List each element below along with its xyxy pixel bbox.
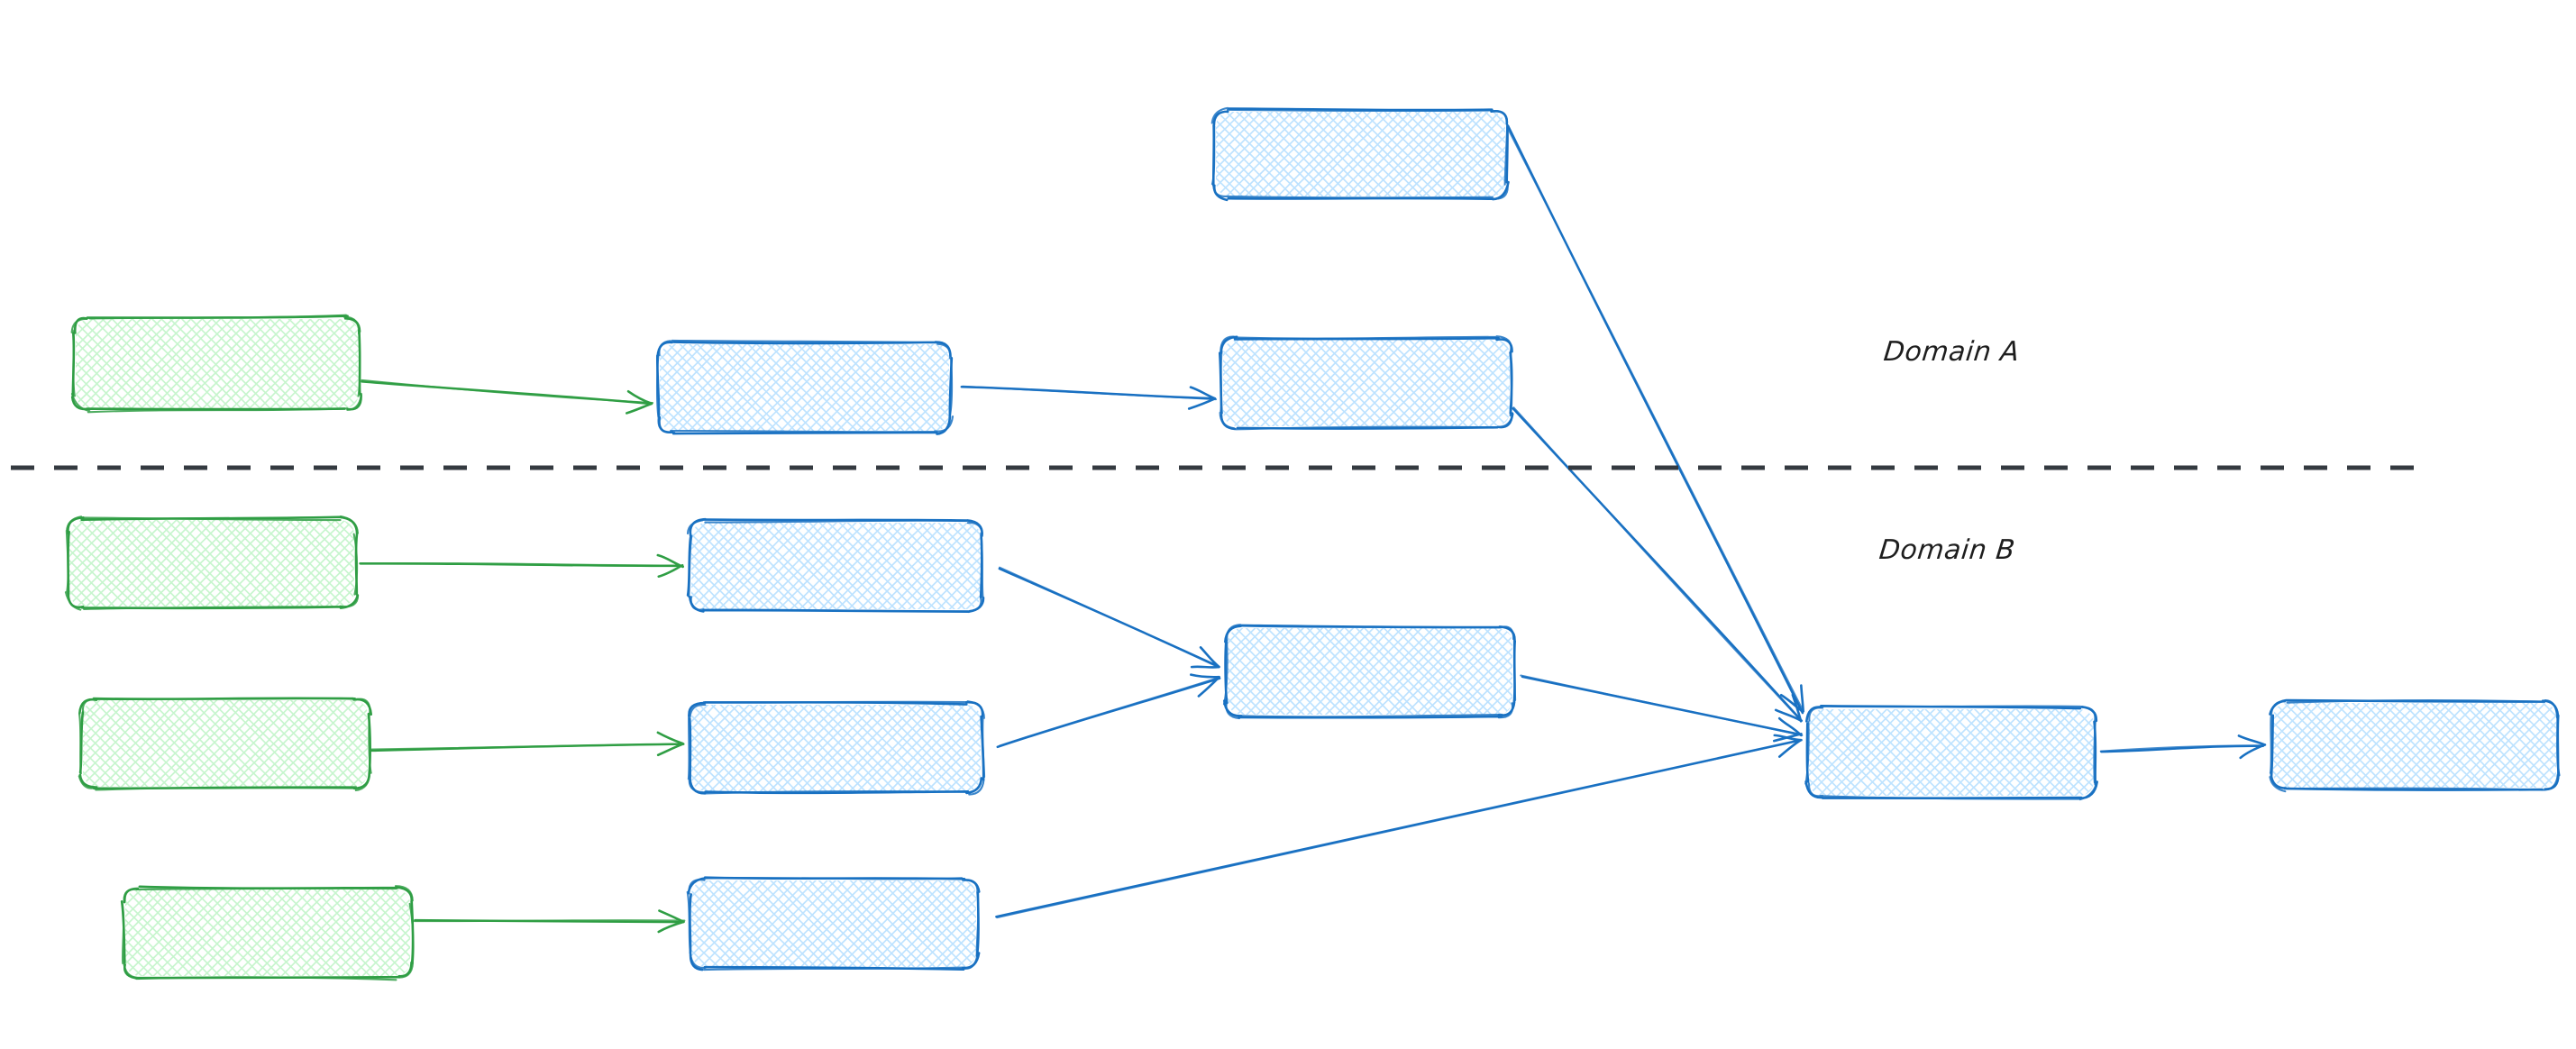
node-blue-b-end[interactable] — [2182, 698, 2576, 793]
edge-e-greenb1-to-blueb1 — [359, 553, 684, 579]
edge-e-green-a1-to-bluea1 — [361, 379, 654, 415]
node-blue-a-1[interactable] — [567, 339, 1125, 435]
node-blue-b-conv[interactable] — [1716, 705, 2273, 801]
node-blue-b-3[interactable] — [598, 876, 1156, 971]
node-blue-a-2[interactable] — [1132, 335, 1687, 431]
node-green-b-3[interactable] — [32, 885, 589, 981]
nodes-layer — [0, 106, 2576, 981]
edge-e-bluetop-to-conv — [1506, 124, 1804, 715]
node-green-b-1[interactable] — [0, 515, 534, 611]
edges-layer — [359, 124, 2267, 934]
edge-e-blueb2-to-mid — [996, 673, 1221, 749]
domain-b-label: Domain B — [1877, 534, 2017, 566]
node-blue-b-mid[interactable] — [1136, 624, 1691, 720]
edge-e-mid-to-conv — [1520, 674, 1804, 743]
edge-e-greenb3-to-blueb3 — [413, 909, 686, 934]
node-blue-b-2[interactable] — [598, 700, 1156, 796]
node-blue-a-top[interactable] — [1125, 106, 1681, 202]
edge-e-blueb3-to-conv — [995, 734, 1803, 919]
edge-e-conv-to-end — [2099, 734, 2267, 760]
node-green-b-2[interactable] — [0, 697, 548, 792]
edge-e-bluea2-to-conv — [1512, 406, 1804, 723]
edge-e-bluea1-to-bluea2 — [960, 385, 1218, 410]
node-blue-b-1[interactable] — [598, 517, 1156, 614]
domain-a-label: Domain A — [1882, 336, 2022, 368]
edge-e-greenb2-to-blueb2 — [370, 731, 685, 757]
node-green-a-1[interactable] — [0, 314, 540, 414]
edge-e-blueb1-to-mid — [998, 566, 1220, 669]
